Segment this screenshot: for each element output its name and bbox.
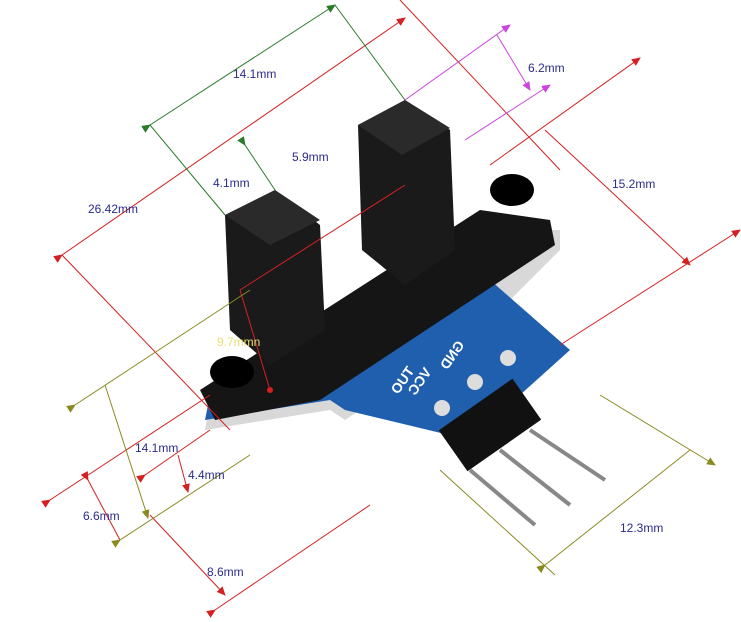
label-arm-depth: 6.2mm [528,61,565,75]
pad-out [434,400,450,416]
label-tab-length: 8.6mm [207,565,244,579]
label-overall-length: 26.42mm [88,202,138,216]
label-board-thickness: 4.4mm [188,468,225,482]
label-fork-arm: 4.1mm [213,176,250,190]
mount-hole-left [210,356,254,388]
sensor-module: OUT VCC GND [200,100,607,527]
sensor-base [200,210,555,420]
label-fork-width-top: 14.1mm [233,67,276,81]
header-pins [438,378,607,527]
label-tab-offset: 6.6mm [83,509,120,523]
mount-hole-right [490,174,534,206]
label-base-width: 14.1mm [135,441,178,455]
label-slot-gap: 5.9mm [292,150,329,164]
dimension-lines [41,0,741,618]
label-pin-length: 12.3mm [620,521,663,535]
label-height: 15.2mm [612,177,655,191]
label-slot-depth: 9.7mmn [217,335,260,349]
pad-vcc [467,374,483,390]
pad-gnd [500,350,516,366]
